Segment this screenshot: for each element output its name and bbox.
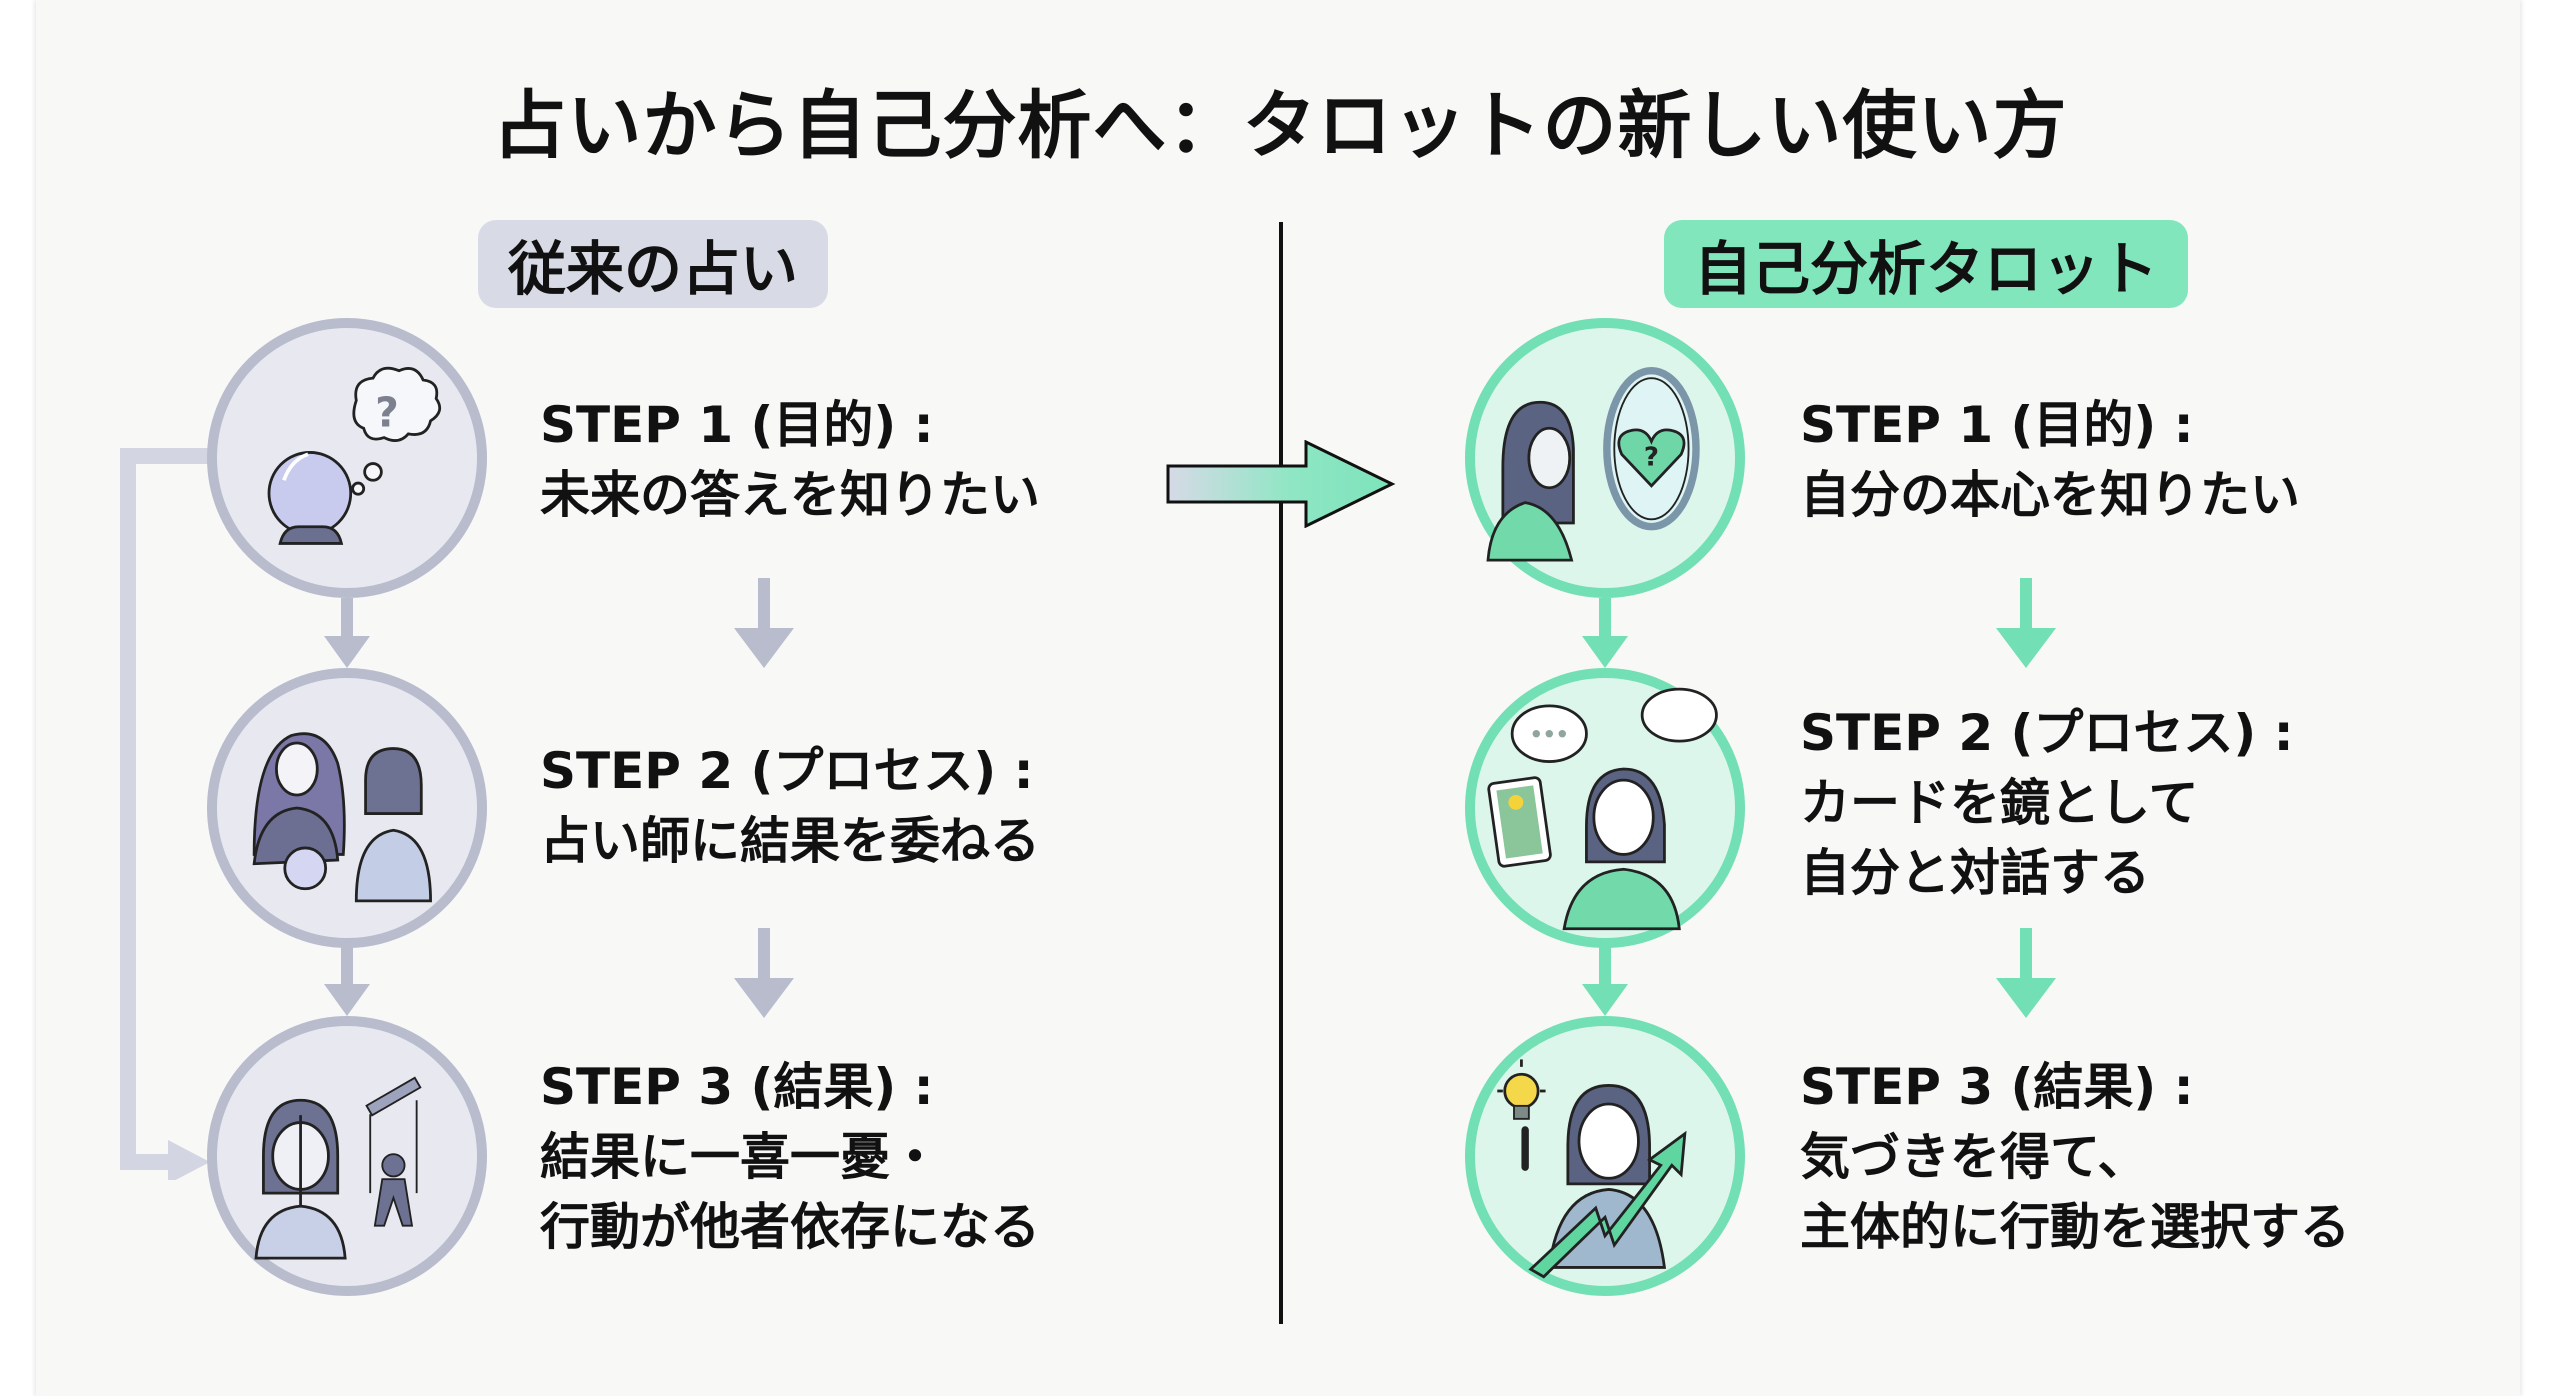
crystal-ball-thought-icon: ? xyxy=(207,318,487,598)
transition-arrow-icon xyxy=(1166,440,1396,528)
step-description: 行動が他者依存になる xyxy=(540,1198,1040,1256)
down-arrow-icon xyxy=(1996,928,2056,1018)
puppet-icon xyxy=(207,1016,487,1296)
down-arrow-icon xyxy=(1996,578,2056,668)
traditional-step-3: STEP 3 (結果) : 結果に一喜一憂・ 行動が他者依存になる xyxy=(540,1052,1040,1262)
down-arrow-icon xyxy=(734,578,794,668)
step-description: 自分と対話する xyxy=(1800,844,2150,902)
center-divider xyxy=(1279,222,1283,1324)
traditional-step-1: STEP 1 (目的) : 未来の答えを知りたい xyxy=(540,390,1040,530)
traditional-header: 従来の占い xyxy=(478,220,828,308)
tarot-header: 自己分析タロット xyxy=(1664,220,2188,308)
step-label: STEP 3 (結果) : xyxy=(1800,1058,2194,1116)
step-description: 結果に一喜一憂・ xyxy=(540,1128,940,1186)
tarot-step-3: STEP 3 (結果) : 気づきを得て、 主体的に行動を選択する xyxy=(1800,1052,2350,1262)
step-description: 気づきを得て、 xyxy=(1800,1128,2148,1186)
step-label: STEP 3 (結果) : xyxy=(540,1058,934,1116)
step-description: 主体的に行動を選択する xyxy=(1800,1198,2350,1256)
step-description: カードを鏡として xyxy=(1800,774,2199,832)
svg-text:?: ? xyxy=(1644,442,1659,472)
step-description: 未来の答えを知りたい xyxy=(540,466,1040,524)
traditional-step-2: STEP 2 (プロセス) : 占い師に結果を委ねる xyxy=(540,736,1040,876)
step-label: STEP 2 (プロセス) : xyxy=(1800,704,2294,762)
svg-text:?: ? xyxy=(375,388,399,436)
step-label: STEP 1 (目的) : xyxy=(540,396,934,454)
down-arrow-icon xyxy=(324,946,370,1016)
mirror-heart-icon: ? xyxy=(1465,318,1745,598)
step-label: STEP 1 (目的) : xyxy=(1800,396,2194,454)
fortune-teller-icon xyxy=(207,668,487,948)
tarot-step-1: STEP 1 (目的) : 自分の本心を知りたい xyxy=(1800,390,2300,530)
down-arrow-icon xyxy=(734,928,794,1018)
down-arrow-icon xyxy=(1582,598,1628,668)
step-label: STEP 2 (プロセス) : xyxy=(540,742,1034,800)
loop-back-arrow-icon xyxy=(120,448,215,1180)
down-arrow-icon xyxy=(1582,946,1628,1016)
step-description: 占い師に結果を委ねる xyxy=(540,812,1040,870)
down-arrow-icon xyxy=(324,598,370,668)
lightbulb-growth-icon xyxy=(1465,1016,1745,1296)
tarot-step-2: STEP 2 (プロセス) : カードを鏡として 自分と対話する xyxy=(1800,698,2294,908)
tarot-dialogue-icon xyxy=(1465,668,1745,948)
page-title: 占いから自己分析へ：タロットの新しい使い方 xyxy=(492,83,2068,169)
step-description: 自分の本心を知りたい xyxy=(1800,466,2300,524)
